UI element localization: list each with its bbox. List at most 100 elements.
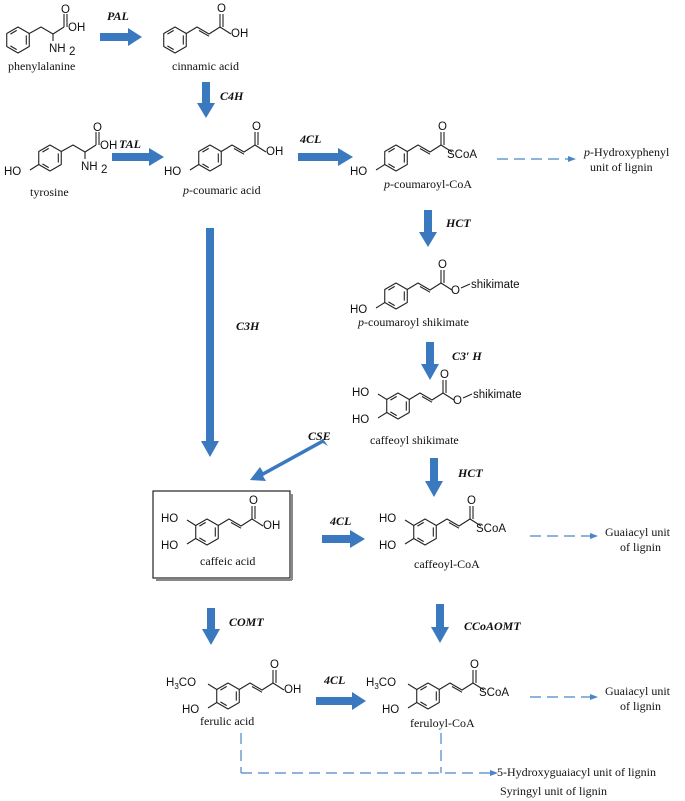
p-coumaroyl-shikimate-label: p-coumaroyl shikimate	[357, 315, 469, 329]
c3prime-h-arrow	[421, 342, 439, 380]
tal-label: TAL	[119, 137, 141, 151]
4cl-label-3: 4CL	[323, 673, 345, 687]
svg-text:HO: HO	[161, 513, 178, 525]
svg-text:HO: HO	[350, 166, 367, 178]
svg-text:HO: HO	[182, 704, 199, 716]
svg-text:O: O	[61, 4, 70, 16]
ferulic-acid-label: ferulic acid	[200, 714, 254, 728]
svg-text:OH: OH	[263, 520, 280, 532]
svg-text:O: O	[440, 369, 449, 381]
hydroxyguaiacyl-unit-label: 5-Hydroxyguaiacyl unit of lignin	[497, 765, 656, 779]
c4h-arrow	[197, 82, 215, 118]
feruloyl-coa-label: feruloyl-CoA	[410, 716, 475, 730]
guaiacyl-unit-label-2b: of lignin	[620, 699, 661, 713]
4cl-arrow-1	[298, 148, 353, 166]
svg-text:OH: OH	[266, 146, 283, 158]
feruloyl-coa-structure: H3CO HO O SCoA	[366, 659, 509, 716]
4cl-arrow-3	[316, 692, 366, 710]
caffeoyl-coa-structure: HO HO O SCoA	[379, 495, 506, 552]
caffeic-acid-box	[152, 490, 291, 579]
svg-text:O: O	[451, 285, 460, 297]
svg-text:HO: HO	[352, 387, 369, 399]
tyrosine-structure: HO O OH NH 2	[4, 122, 117, 178]
guaiacyl-unit-label-2: Guaiacyl unit	[605, 684, 671, 698]
svg-text:HO: HO	[161, 540, 178, 552]
ccoaomt-arrow	[431, 604, 449, 643]
p-coumaroyl-shikimate-structure: HO O O shikimate	[350, 259, 520, 316]
c3prime-h-label: C3′ H	[452, 349, 482, 363]
caffeic-acid-structure: HO HO O OH	[161, 495, 280, 552]
caffeoyl-coa-label: caffeoyl-CoA	[414, 557, 480, 571]
hct-arrow-1	[419, 210, 437, 247]
svg-text:shikimate: shikimate	[473, 389, 522, 401]
c3h-arrow	[201, 228, 219, 457]
caffeoyl-shikimate-structure: HO HO O O shikimate	[352, 369, 522, 426]
svg-text:HO: HO	[350, 304, 367, 316]
svg-text:OH: OH	[100, 140, 117, 152]
guaiacyl-unit-label-1: Guaiacyl unit	[605, 525, 671, 539]
svg-text:2: 2	[101, 164, 107, 176]
cse-arrow	[250, 439, 328, 481]
comt-arrow	[202, 608, 220, 645]
svg-text:OH: OH	[284, 684, 301, 696]
svg-text:HO: HO	[379, 540, 396, 552]
svg-text:H3CO: H3CO	[166, 677, 196, 691]
svg-text:O: O	[252, 121, 261, 133]
c4h-label: C4H	[220, 89, 244, 103]
svg-text:O: O	[93, 122, 102, 134]
hct-arrow-2	[425, 458, 443, 497]
p-coumaroyl-coa-structure: HO O SCoA	[350, 121, 477, 178]
svg-text:OH: OH	[68, 22, 85, 34]
svg-text:HO: HO	[379, 513, 396, 525]
comt-label: COMT	[229, 615, 264, 629]
p-coumaroyl-coa-label: p-coumaroyl-CoA	[383, 177, 472, 191]
svg-text:NH: NH	[49, 43, 66, 55]
svg-text:2: 2	[69, 46, 75, 58]
4cl-label-2: 4CL	[329, 514, 351, 528]
4cl-label-1: 4CL	[299, 132, 321, 146]
syringyl-unit-label: Syringyl unit of lignin	[500, 784, 607, 798]
p-coumaric-acid-structure: HO O OH	[164, 121, 283, 178]
svg-text:H3CO: H3CO	[366, 677, 396, 691]
svg-text:SCoA: SCoA	[447, 149, 477, 161]
ccoaomt-label: CCoAOMT	[464, 619, 521, 633]
svg-text:NH: NH	[81, 161, 98, 173]
svg-text:O: O	[270, 659, 279, 671]
phenylalanine-label: phenylalanine	[8, 59, 75, 73]
caffeic-acid-label: caffeic acid	[200, 554, 255, 568]
svg-text:O: O	[453, 395, 462, 407]
svg-text:O: O	[438, 121, 447, 133]
cinnamic-acid-label: cinnamic acid	[172, 59, 239, 73]
svg-text:O: O	[217, 3, 226, 15]
svg-text:SCoA: SCoA	[476, 523, 506, 535]
svg-text:O: O	[249, 495, 258, 507]
svg-text:O: O	[470, 659, 479, 671]
svg-text:shikimate: shikimate	[471, 279, 520, 291]
4cl-arrow-2	[322, 530, 365, 548]
svg-text:HO: HO	[164, 166, 181, 178]
tyrosine-label: tyrosine	[30, 185, 69, 199]
p-coumaric-acid-label: p-coumaric acid	[182, 183, 261, 197]
svg-text:HO: HO	[382, 704, 399, 716]
hct-label-1: HCT	[445, 216, 471, 230]
phenylalanine-structure: O OH NH 2	[6, 4, 85, 58]
cinnamic-acid-structure: O OH	[163, 3, 248, 54]
pal-arrow	[100, 28, 142, 46]
c3h-label: C3H	[236, 319, 260, 333]
caffeoyl-shikimate-label: caffeoyl shikimate	[370, 433, 459, 447]
svg-text:HO: HO	[352, 414, 369, 426]
guaiacyl-unit-label-1b: of lignin	[620, 540, 661, 554]
hct-label-2: HCT	[457, 466, 483, 480]
pal-label: PAL	[107, 9, 129, 23]
svg-text:SCoA: SCoA	[479, 687, 509, 699]
svg-text:O: O	[467, 495, 476, 507]
svg-text:OH: OH	[231, 28, 248, 40]
tal-arrow	[112, 148, 164, 166]
svg-text:HO: HO	[4, 166, 21, 178]
ferulic-acid-structure: H3CO HO O OH	[166, 659, 301, 716]
svg-text:O: O	[438, 259, 447, 271]
hydroxyphenyl-unit-label-2: unit of lignin	[590, 160, 653, 174]
hydroxyphenyl-unit-label: p-Hydroxyphenyl	[583, 145, 670, 159]
cse-label: CSE	[308, 429, 331, 443]
